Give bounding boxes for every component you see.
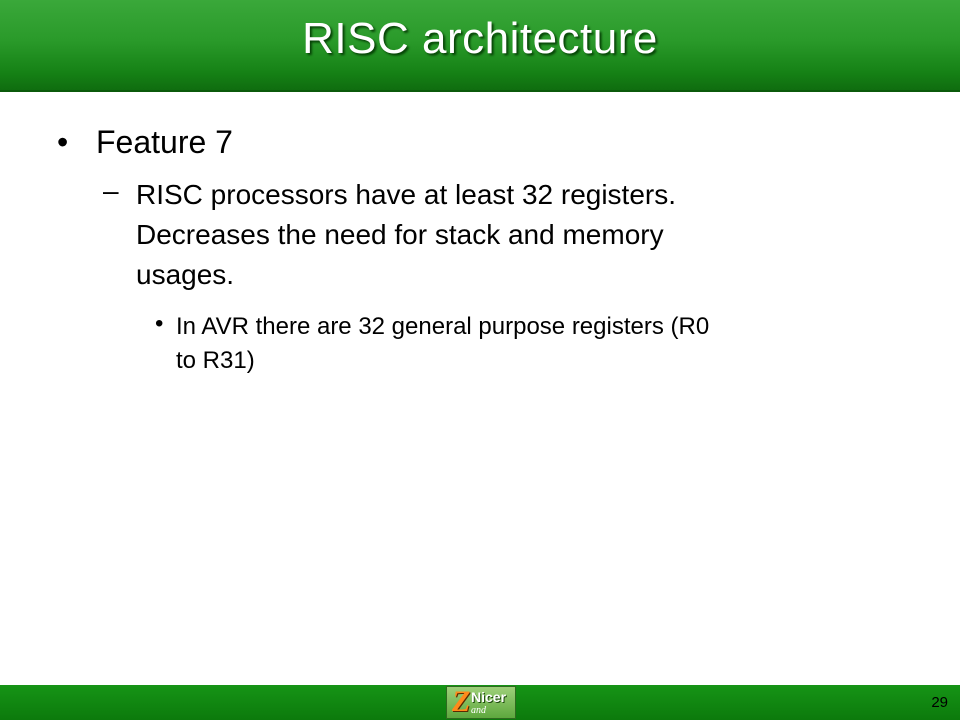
sub-bullet-line-1: RISC processors have at least 32 registe…: [136, 179, 677, 210]
sub-bullet-dash: –: [103, 175, 119, 206]
sub-bullet-line-3: usages.: [136, 259, 235, 290]
title-bar: RISC architecture: [0, 0, 960, 92]
sub-sub-bullet-line-1: In AVR there are 32 general purpose regi…: [176, 313, 710, 340]
logo-sub: and: [471, 705, 486, 716]
slide-title: RISC architecture: [302, 14, 658, 63]
logo: Z Nicer and: [446, 685, 516, 719]
bullet-feature-heading: Feature 7: [96, 124, 233, 160]
sub-bullet-line-2: Decreases the need for stack and memory: [136, 219, 664, 250]
page-number: 29: [931, 694, 948, 711]
sub-sub-bullet-line-2: to R31): [176, 347, 255, 374]
logo-letter: Z: [452, 685, 471, 718]
logo-word: Nicer: [471, 689, 507, 705]
sub-sub-bullet-marker: •: [155, 310, 164, 337]
bullet-marker: •: [57, 124, 69, 160]
